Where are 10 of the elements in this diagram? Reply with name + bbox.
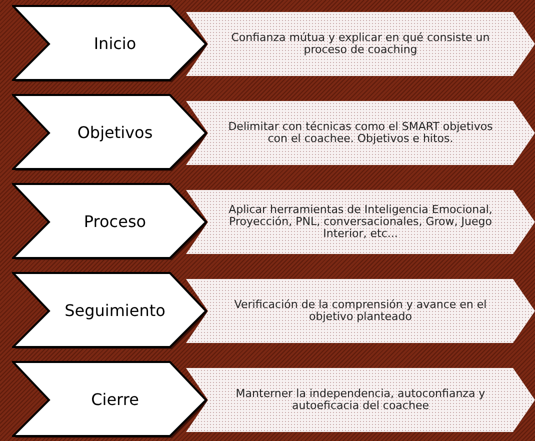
step-title: Inicio: [94, 33, 136, 55]
step-title: Cierre: [91, 389, 139, 411]
description-text: Confianza mútua y explicar en qué consiste un proceso de coaching: [230, 32, 491, 56]
step-title: Proceso: [84, 211, 146, 233]
description-text: Verificación de la comprensión y avance en el objetivo planteado: [233, 299, 488, 323]
description-text: Delimitar con técnicas como el SMART objetivos con el coachee. Objetivos e hitos.: [227, 121, 494, 145]
description-text: Manterner la independencia, autoconfianza y autoeficacia del coachee: [234, 388, 486, 412]
step-title: Seguimiento: [64, 300, 166, 322]
description-text: Aplicar herramientas de Inteligencia Emocional, Proyección, PNL, conversacionales, Grow, Juego Interior, etc...: [228, 204, 494, 240]
step-title: Objetivos: [77, 122, 153, 144]
